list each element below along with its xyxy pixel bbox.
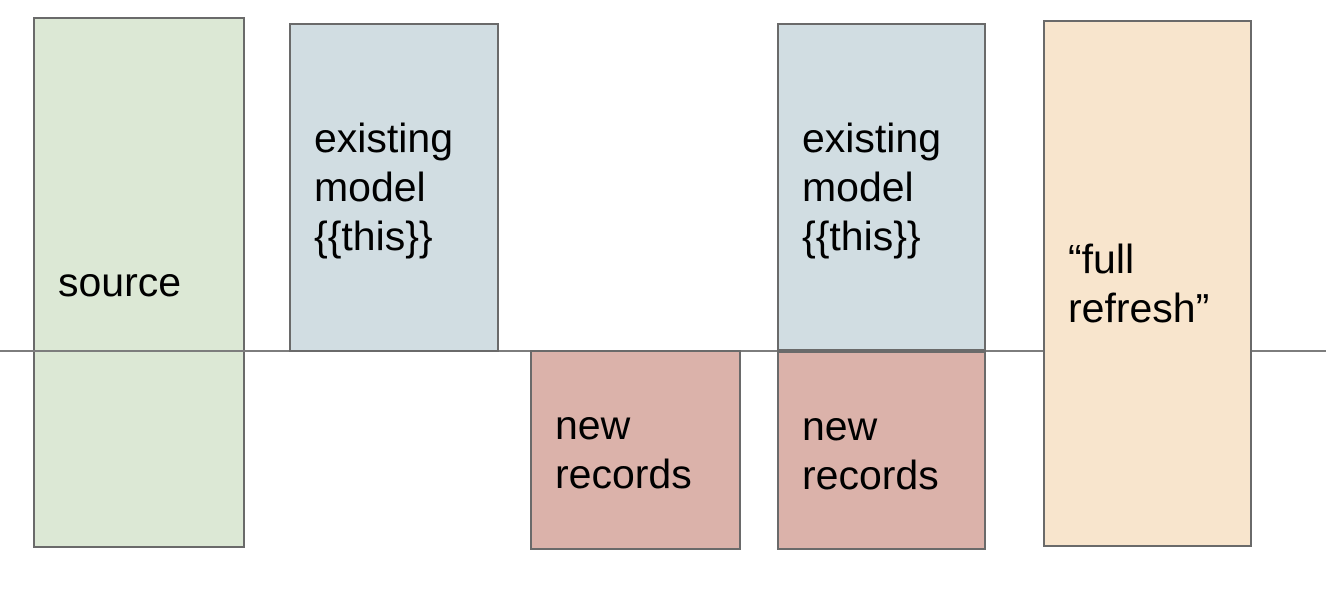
box-new-records-right-label: new records <box>802 402 939 498</box>
box-full-refresh: “full refresh” <box>1043 20 1252 547</box>
box-new-records-left: new records <box>530 350 741 550</box>
box-existing-model-right-label: existing model {{this}} <box>802 114 942 259</box>
box-existing-model-left-label: existing model {{this}} <box>314 115 454 259</box>
box-full-refresh-label: “full refresh” <box>1068 235 1210 331</box>
box-existing-model-left: existing model {{this}} <box>289 23 499 352</box>
box-existing-model-right: existing model {{this}} <box>777 23 986 351</box>
box-new-records-right: new records <box>777 351 986 550</box>
box-source: source <box>33 17 245 548</box>
box-new-records-left-label: new records <box>555 402 692 497</box>
box-source-label: source <box>58 259 182 305</box>
